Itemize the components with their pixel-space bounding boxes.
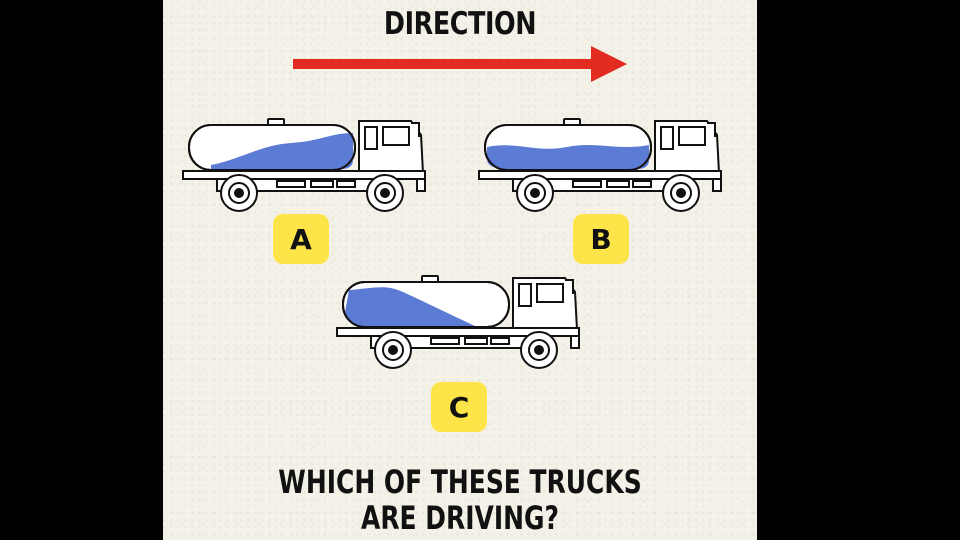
direction-title: DIRECTION	[383, 6, 537, 42]
direction-arrow-icon	[293, 46, 627, 82]
option-c-badge[interactable]: C	[431, 382, 487, 432]
question-line-2: ARE DRIVING?	[361, 499, 559, 537]
option-a-badge[interactable]: A	[273, 214, 329, 264]
truck-b-illustration	[478, 118, 722, 212]
option-b-badge[interactable]: B	[573, 214, 629, 264]
truck-c-illustration	[336, 275, 580, 369]
question-line-1: WHICH OF THESE TRUCKS	[278, 463, 642, 501]
truck-a-illustration	[182, 118, 426, 212]
puzzle-card: DIRECTION A	[163, 0, 757, 540]
